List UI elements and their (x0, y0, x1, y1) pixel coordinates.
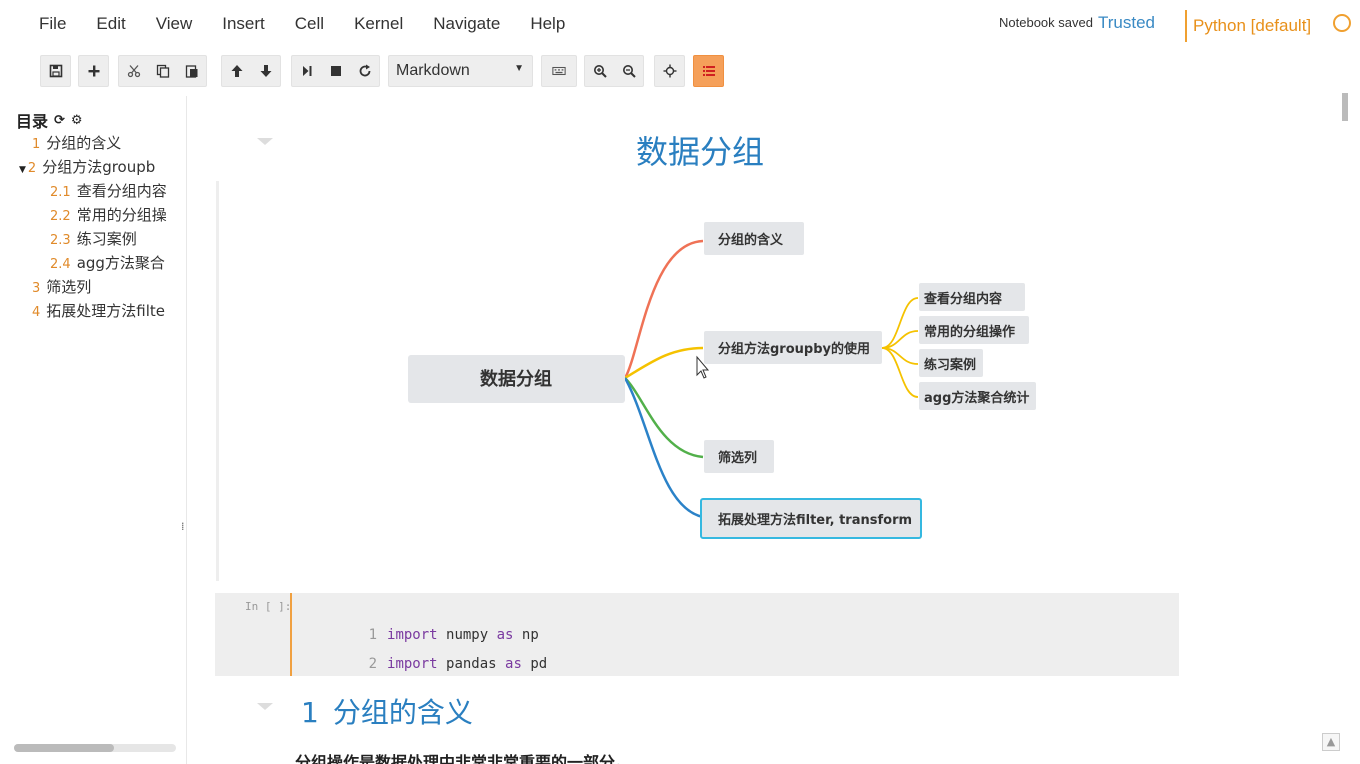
mindmap-node-2: 分组方法groupby的使用 (718, 341, 870, 357)
mindmap-node-3: 筛选列 (718, 450, 757, 466)
toc-scroll-thumb[interactable] (14, 744, 114, 752)
menu-navigate[interactable]: Navigate (433, 14, 501, 33)
connector-branch-2 (624, 346, 704, 380)
toolbar-group-toc (693, 55, 724, 87)
add-icon[interactable] (79, 56, 108, 86)
paste-icon[interactable] (177, 56, 206, 86)
menu-cell[interactable]: Cell (294, 14, 325, 33)
mindmap-root: 数据分组 (480, 368, 552, 390)
refresh-icon[interactable]: ⟳ (54, 112, 65, 128)
page-title: 数据分组 (636, 133, 765, 171)
move-up-icon[interactable] (222, 56, 251, 86)
toolbar-group-keyboard (541, 55, 577, 87)
mindmap-node-1: 分组的含义 (718, 232, 784, 248)
markdown-cell-marker (216, 181, 219, 581)
mindmap-sub-4-box[interactable] (919, 382, 1036, 410)
kernel-status-icon (1333, 14, 1351, 32)
toc-header: 目录 ⟳ ⚙ (16, 108, 83, 132)
collapse-heading-icon[interactable] (257, 703, 273, 710)
toolbar-group-run (291, 55, 380, 87)
copy-icon[interactable] (148, 56, 177, 86)
connector-branch-3 (624, 377, 704, 459)
zoom-out-icon[interactable] (614, 56, 643, 86)
restart-icon[interactable] (350, 56, 379, 86)
mindmap-sub-3-box[interactable] (919, 349, 983, 377)
mindmap-sub-2-box[interactable] (919, 316, 1029, 344)
move-down-icon[interactable] (251, 56, 280, 86)
zoom-in-icon[interactable] (585, 56, 614, 86)
menu-view[interactable]: View (155, 14, 193, 33)
notebook-scrollbar-thumb[interactable] (1342, 93, 1348, 121)
mindmap-sub-2: 常用的分组操作 (924, 324, 1015, 340)
notebook-saved-status: Notebook saved (999, 15, 1093, 30)
section-paragraph: 分组操作是数据处理中非常非常重要的一部分。 (295, 753, 632, 764)
kernel-name[interactable]: Python [default] (1193, 16, 1312, 35)
notebook-area: 数据分组 数据分组 分组的含义 分组方法groupby的使用 筛选列 拓展处理方… (188, 93, 1360, 764)
mindmap-node-2-box[interactable] (704, 331, 882, 364)
gear-icon[interactable]: ⚙ (70, 112, 83, 128)
mindmap-node-1-box[interactable] (704, 222, 804, 255)
toolbar-group-save (40, 55, 71, 87)
cell-type-value: Markdown (396, 62, 470, 79)
trusted-indicator[interactable]: Trusted (1098, 13, 1156, 32)
menu-file[interactable]: File (39, 14, 67, 33)
connector-branch-1 (623, 239, 704, 379)
toc-horizontal-scrollbar[interactable] (14, 744, 176, 752)
mindmap-root-box[interactable] (408, 355, 625, 403)
crosshair-icon[interactable] (655, 56, 684, 86)
mindmap-sub-1-box[interactable] (919, 283, 1025, 311)
menu-help[interactable]: Help (530, 14, 566, 33)
toolbar: Markdown ▼ (0, 55, 1360, 91)
mindmap-diagram: 数据分组 分组的含义 分组方法groupby的使用 筛选列 拓展处理方法filt… (408, 222, 1036, 539)
menu-kernel[interactable]: Kernel (354, 14, 404, 33)
keyboard-icon[interactable] (542, 56, 576, 86)
mindmap-node-4-box[interactable] (700, 498, 922, 539)
caret-down-icon: ▼ (514, 63, 524, 74)
toolbar-group-zoom (584, 55, 644, 87)
save-icon[interactable] (41, 56, 70, 86)
toc-resize-handle[interactable]: ⁞ (181, 520, 185, 533)
toc-title: 目录 (16, 112, 49, 131)
mindmap-sub-3: 练习案例 (924, 357, 976, 373)
menu-insert[interactable]: Insert (222, 14, 265, 33)
connector-branch-4 (623, 377, 704, 519)
mindmap-sub-1: 查看分组内容 (923, 291, 1002, 307)
menubar: File Edit View Insert Cell Kernel Naviga… (0, 0, 1360, 52)
mindmap-sub-4: agg方法聚合统计 (924, 390, 1029, 406)
mindmap-node-4: 拓展处理方法filter, transform (718, 512, 912, 528)
menu-edit[interactable]: Edit (96, 14, 126, 33)
toc-icon[interactable] (694, 56, 723, 86)
toolbar-group-navigate (654, 55, 685, 87)
scroll-to-top-icon[interactable]: ▲ (1322, 733, 1340, 751)
mindmap-node-3-box[interactable] (704, 440, 774, 473)
cell-prompt: In [ ]: (245, 600, 292, 613)
mouse-cursor-icon (696, 355, 710, 379)
toolbar-group-edit (118, 55, 207, 87)
cell-focus-bar (290, 593, 292, 676)
collapse-heading-icon[interactable] (257, 138, 273, 145)
connector-sub-4 (881, 347, 919, 398)
cell-type-select[interactable]: Markdown ▼ (388, 55, 533, 87)
menu: File Edit View Insert Cell Kernel Naviga… (24, 14, 580, 34)
run-icon[interactable] (292, 56, 321, 86)
toolbar-group-move (221, 55, 281, 87)
caret-down-icon[interactable]: ▼ (19, 165, 26, 175)
kernel-divider (1185, 10, 1187, 42)
stop-icon[interactable] (321, 56, 350, 86)
toolbar-group-insert (78, 55, 109, 87)
cut-icon[interactable] (119, 56, 148, 86)
